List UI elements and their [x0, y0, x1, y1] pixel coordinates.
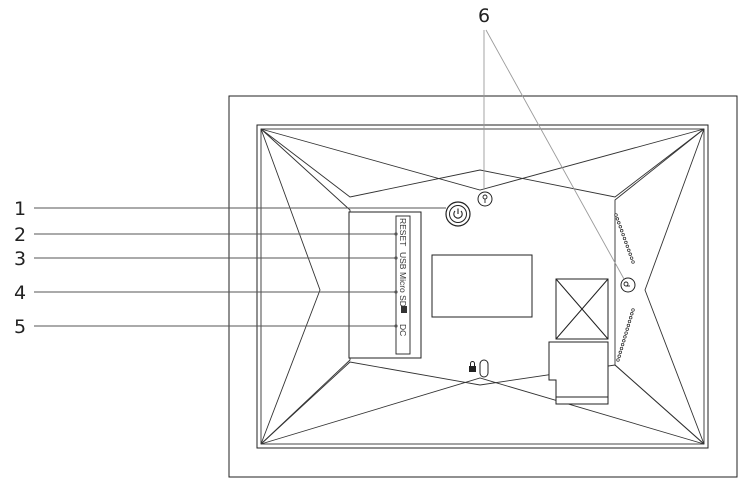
back-panel — [256, 124, 709, 449]
stand[interactable] — [548, 278, 609, 405]
lock-slot — [469, 359, 489, 378]
grille-dot — [624, 331, 628, 335]
callout-1: 1 — [14, 198, 26, 220]
grille-dot — [624, 240, 628, 245]
facet-bottom-cross — [260, 377, 705, 445]
lock-icon — [469, 366, 476, 372]
stand-leg — [548, 341, 609, 405]
port-label-microsd: Micro SD — [398, 272, 408, 307]
port-label-strip — [395, 215, 411, 355]
grille-dot — [616, 358, 620, 362]
grille-dot — [618, 225, 622, 229]
grille-dot — [620, 342, 625, 347]
grille-dot — [625, 244, 629, 248]
grille-dot — [618, 350, 622, 354]
facet-top-cross — [260, 128, 705, 191]
facet-left — [260, 128, 351, 445]
grille-dot — [619, 346, 624, 351]
callout-6: 6 — [478, 5, 490, 27]
facet-right-cross — [644, 128, 705, 445]
grille-dot — [628, 252, 632, 256]
back-panel-inner-edge — [260, 128, 705, 445]
port-label-usb: USB — [398, 252, 408, 270]
grille-dot — [620, 229, 624, 233]
grille-dot — [615, 217, 620, 221]
grille-dot — [630, 312, 634, 316]
grille-dot — [627, 319, 632, 324]
sd-card-icon — [401, 306, 407, 313]
grille-dot — [629, 256, 634, 260]
port-label-dc: DC — [398, 324, 408, 336]
grille-dot — [627, 248, 631, 252]
port-label-reset: RESET — [398, 218, 408, 246]
keyhole-mount-top — [477, 191, 493, 207]
grille-dot — [626, 323, 631, 328]
stand-x — [555, 278, 609, 340]
facet-top — [260, 128, 705, 198]
callout-5: 5 — [14, 316, 26, 338]
grille-dot — [622, 236, 627, 241]
power-button-icon — [453, 208, 463, 219]
grille-dot — [621, 232, 625, 237]
grille-dot — [617, 221, 621, 225]
grille-dot — [617, 354, 621, 358]
leader-6b — [485, 29, 625, 280]
speaker-grille-icon — [614, 213, 635, 362]
facet-bottom — [260, 361, 705, 445]
grille-dot — [622, 339, 626, 343]
grille-dot — [623, 335, 627, 339]
sticker-area — [431, 254, 533, 318]
grille-dot — [629, 316, 633, 320]
facet-left-cross — [260, 128, 321, 445]
callout-2: 2 — [14, 224, 26, 246]
grille-dot — [625, 327, 629, 331]
leader-dots — [394, 232, 398, 328]
callout-3: 3 — [14, 248, 26, 270]
panel-facets — [260, 128, 705, 445]
grille-dot — [631, 308, 635, 312]
grille-dot — [631, 260, 635, 264]
callout-4: 4 — [14, 282, 26, 304]
keyhole-mount-icon — [482, 194, 488, 200]
outer-frame — [228, 95, 738, 478]
keyhole-mount-right — [620, 277, 636, 293]
grille-dot — [614, 213, 618, 217]
